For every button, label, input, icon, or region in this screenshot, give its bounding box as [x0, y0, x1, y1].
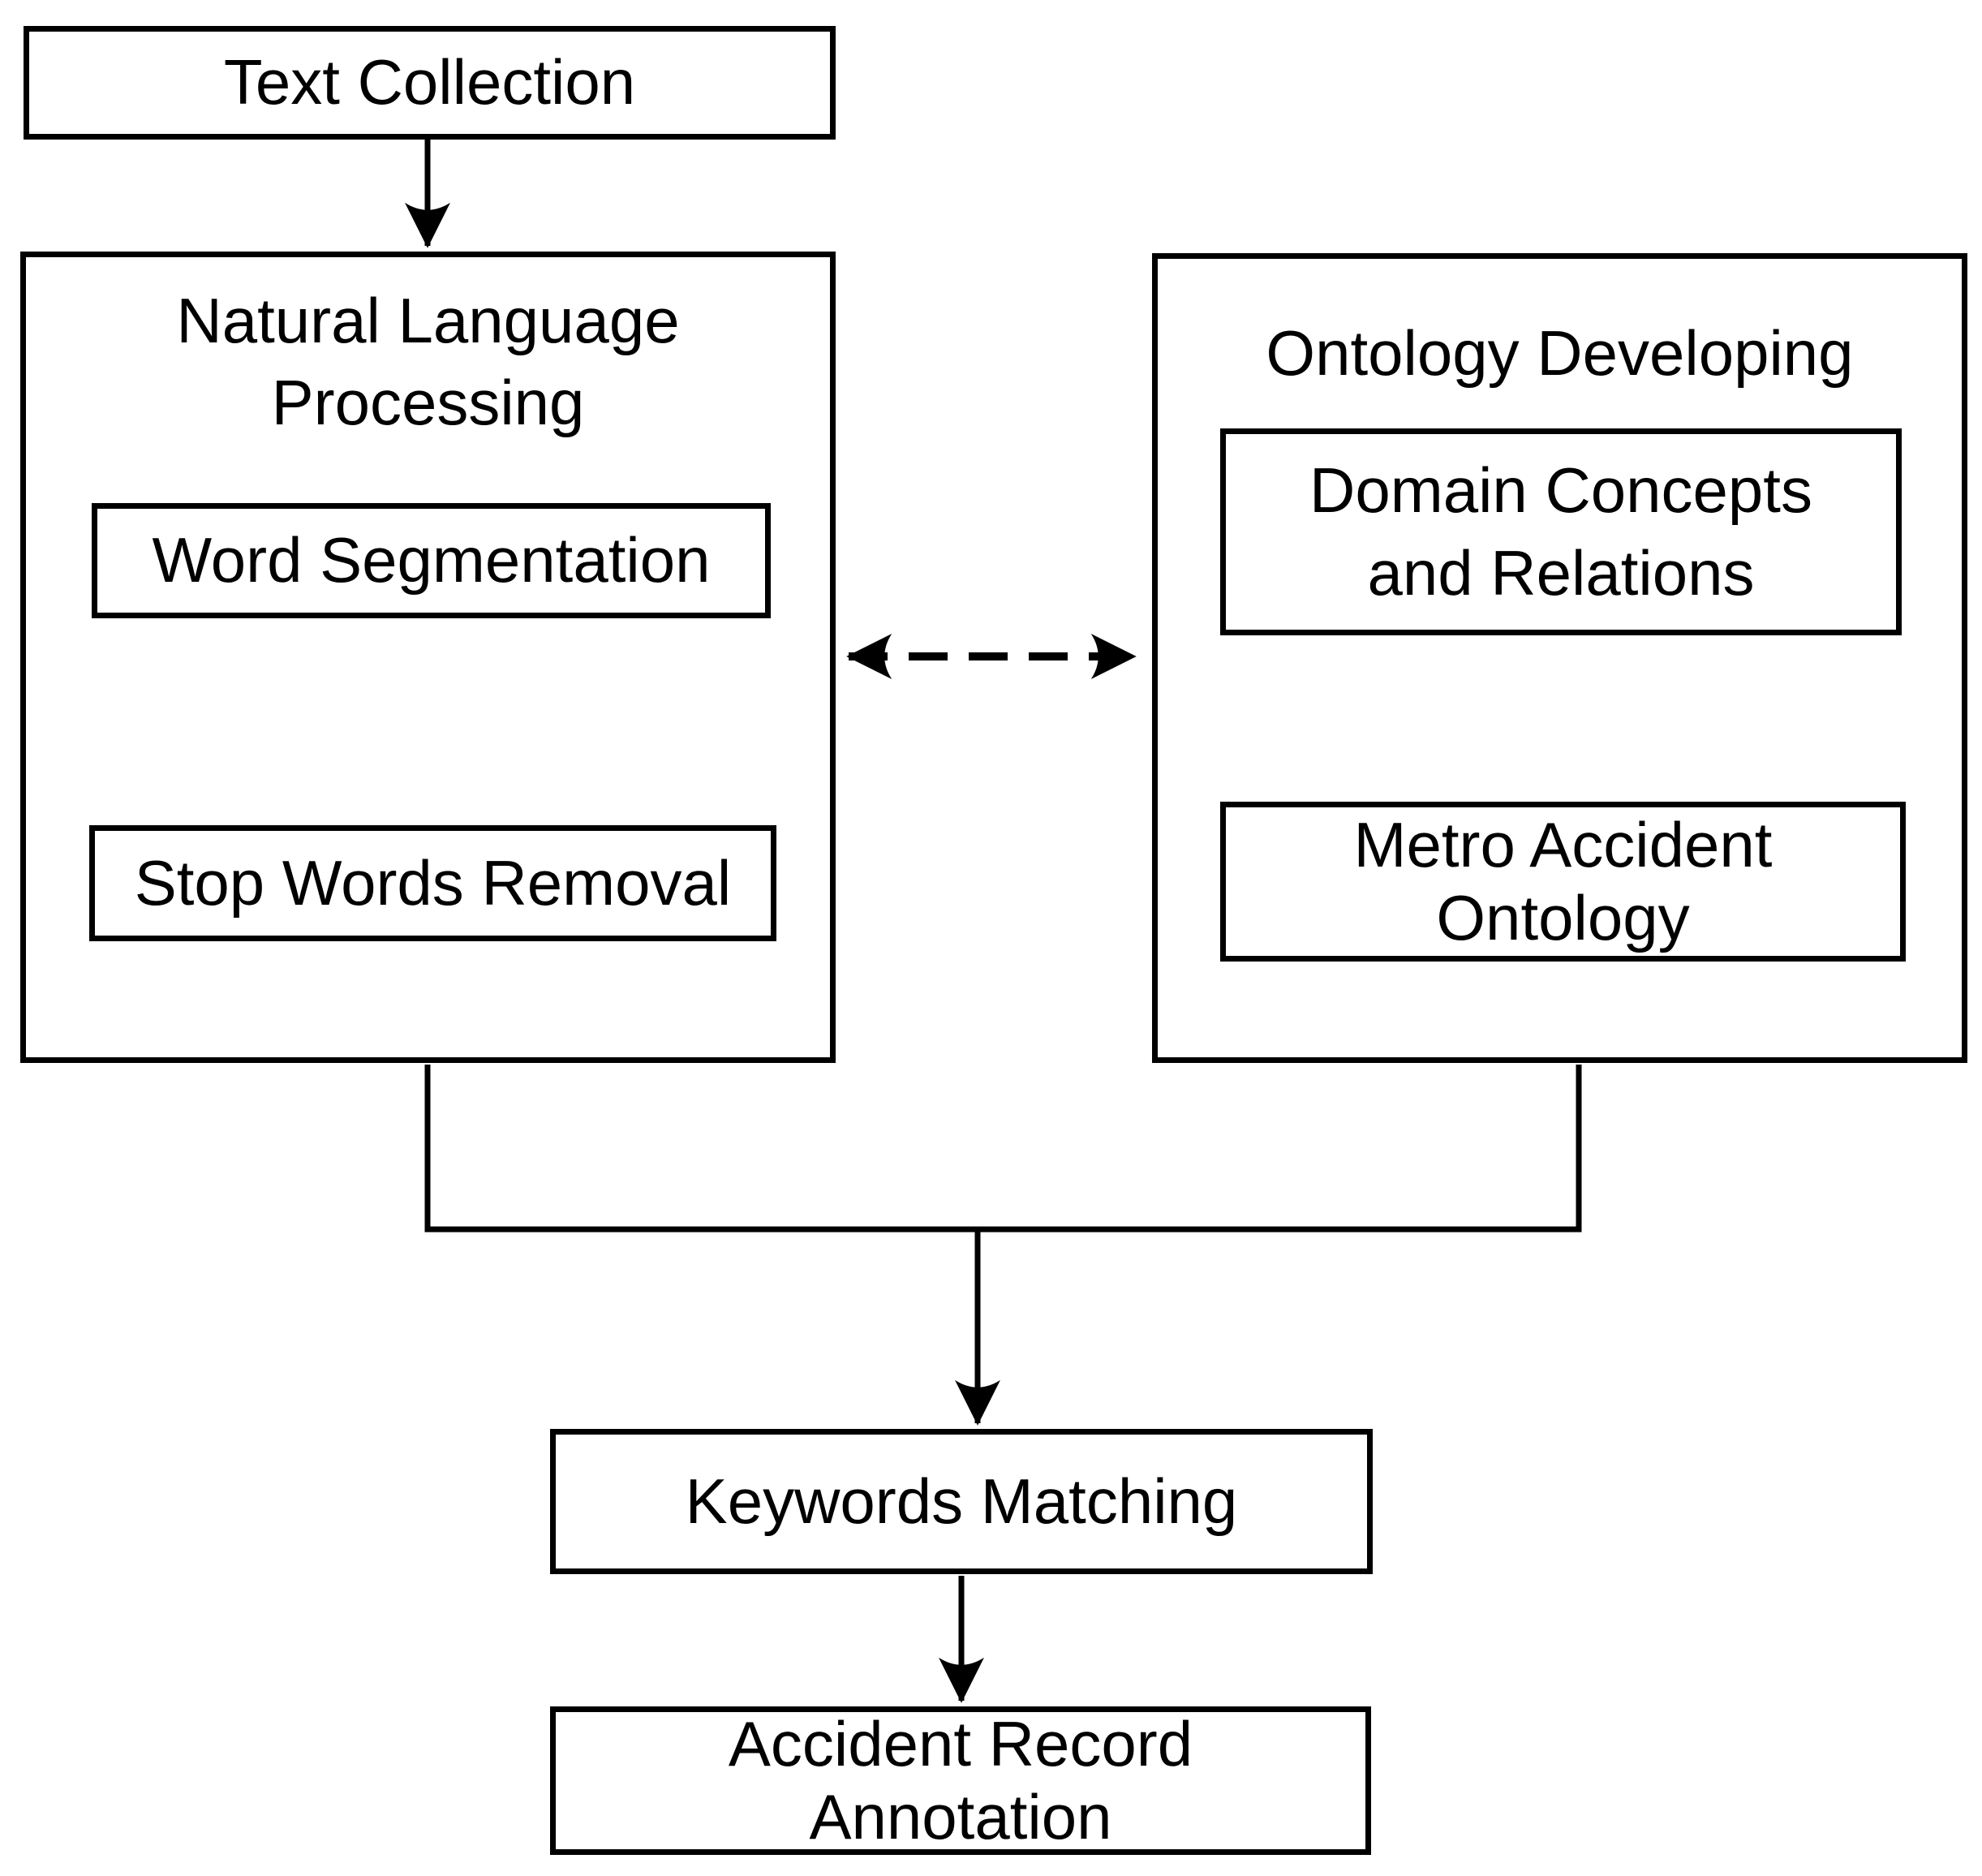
- merge-connector-line: [424, 1065, 1582, 1233]
- node-stop-words-removal: Stop Words Removal: [89, 825, 776, 941]
- container-nlp-title: Natural Language Processing: [176, 285, 680, 439]
- node-keywords-matching: Keywords Matching: [550, 1429, 1373, 1574]
- node-metro-accident-ontology: Metro Accident Ontology: [1220, 802, 1906, 962]
- container-natural-language-processing: Natural Language Processing: [20, 252, 836, 1063]
- node-accident-record-annotation-label: Accident Record Annotation: [728, 1707, 1193, 1852]
- node-word-segmentation: Word Segmentation: [92, 503, 771, 618]
- container-ontology-title: Ontology Developing: [1266, 317, 1854, 389]
- node-metro-accident-ontology-label: Metro Accident Ontology: [1353, 808, 1773, 953]
- node-text-collection: Text Collection: [24, 26, 836, 140]
- node-text-collection-label: Text Collection: [223, 46, 636, 118]
- node-domain-concepts-and-relations: Domain Concepts and Relations: [1220, 428, 1902, 635]
- node-domain-concepts-label: Domain Concepts and Relations: [1309, 454, 1812, 609]
- node-stop-words-removal-label: Stop Words Removal: [134, 846, 732, 919]
- node-keywords-matching-label: Keywords Matching: [685, 1465, 1238, 1537]
- node-accident-record-annotation: Accident Record Annotation: [550, 1706, 1371, 1855]
- node-word-segmentation-label: Word Segmentation: [152, 524, 711, 596]
